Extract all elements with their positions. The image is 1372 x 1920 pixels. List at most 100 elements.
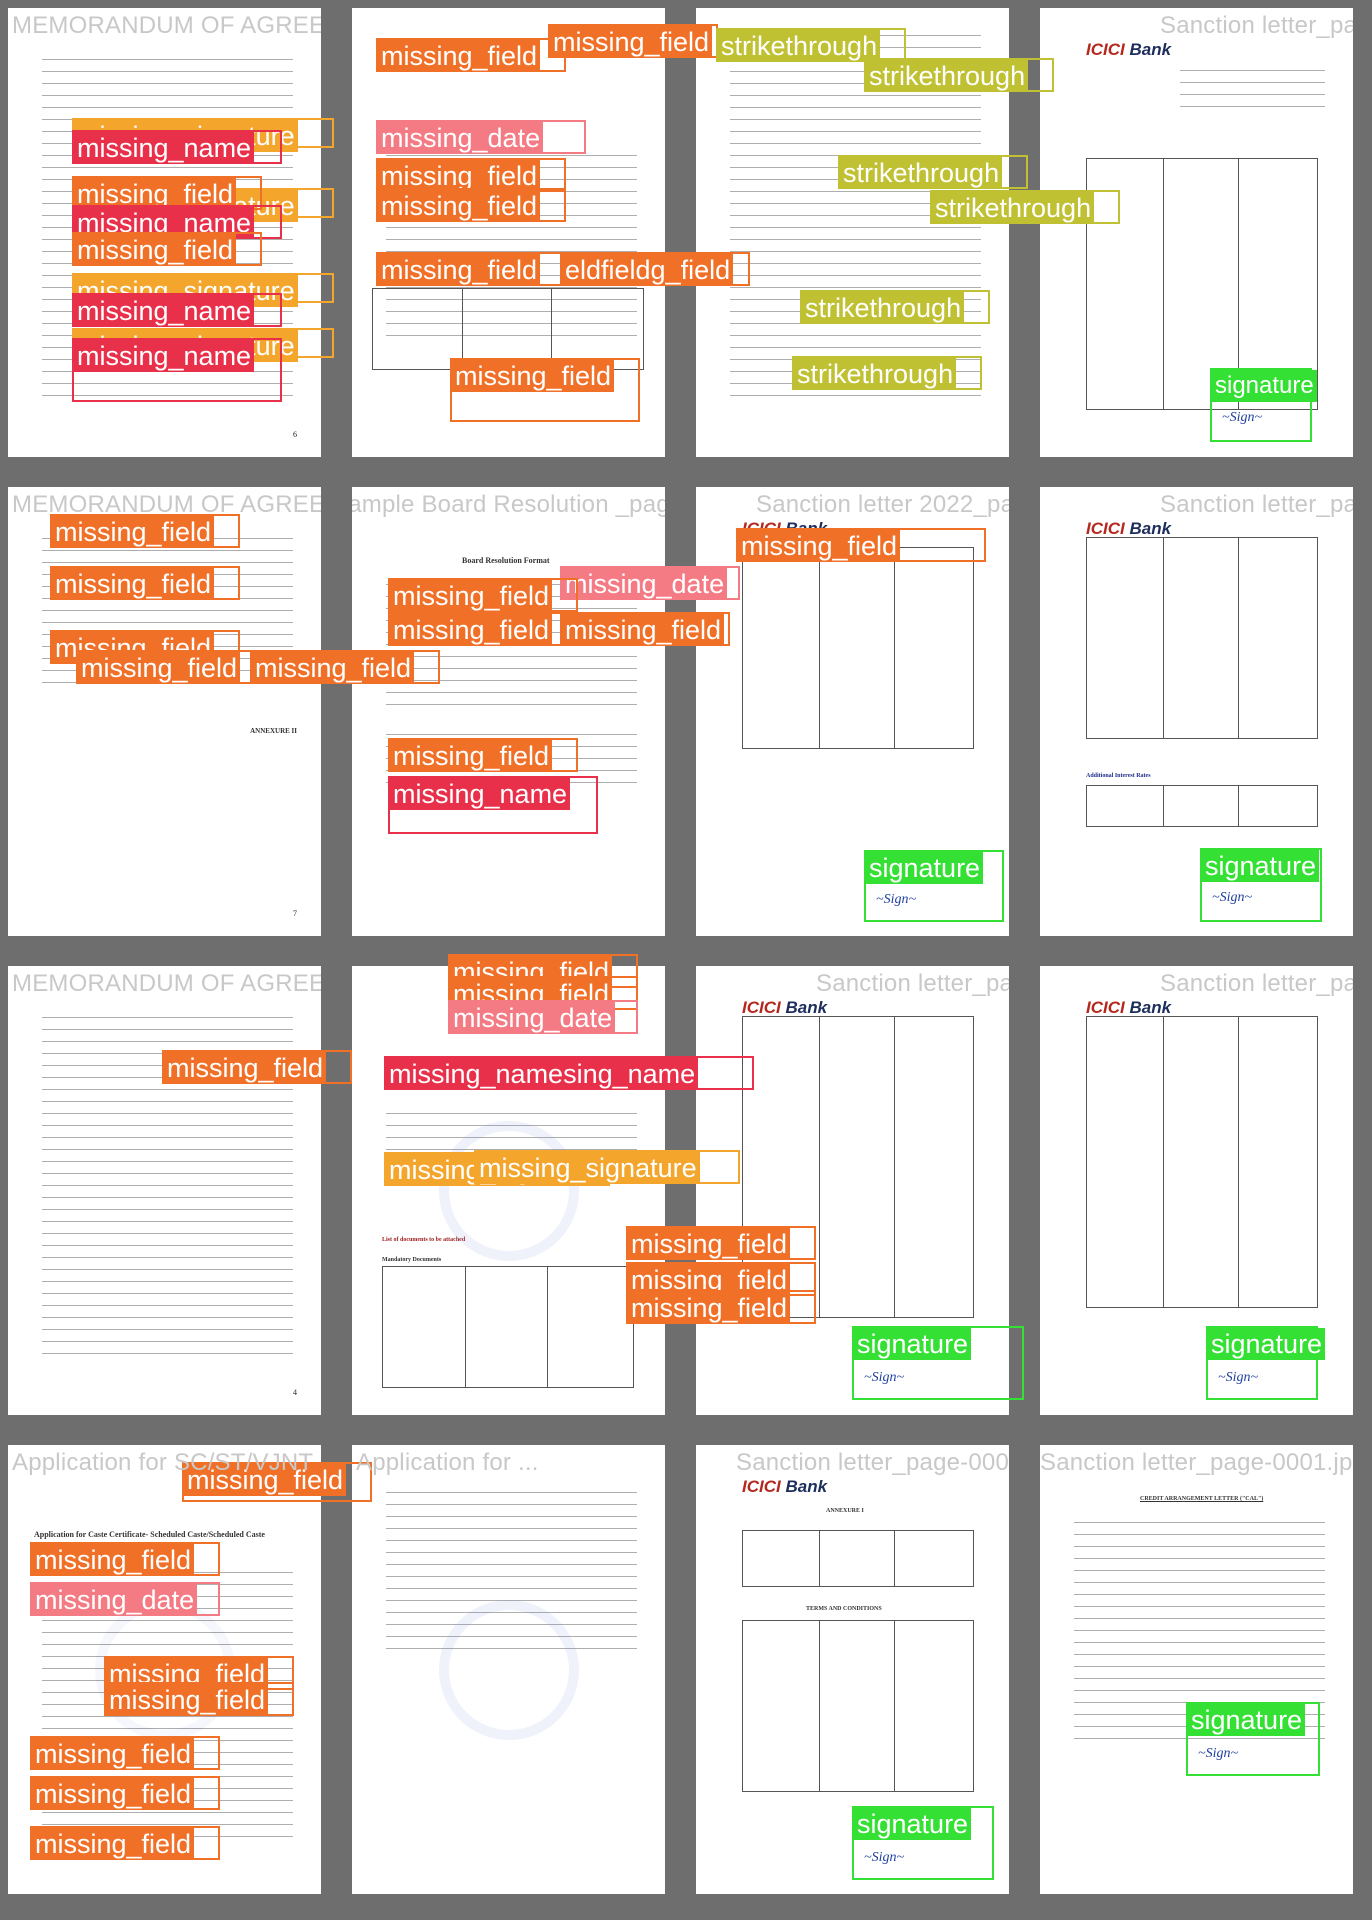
bank-logo: ICICI Bank (742, 1477, 828, 1496)
annotation-missing-date: missing_date (560, 566, 740, 600)
additional-rates-heading: Additional Interest Rates (1086, 773, 1151, 779)
page-number: 6 (293, 430, 297, 439)
annotation-signature: signature~Sign~ (852, 1806, 994, 1880)
annotation-missing-field: eldfieldg_field (560, 252, 750, 286)
document-page-16: Sanction letter_page-0001.jpg CREDIT ARR… (1040, 1445, 1353, 1894)
page-title: Sanction letter_page-0007.jpg (816, 970, 1009, 997)
annotation-missing-name: missing_namesing_name (384, 1056, 754, 1090)
annotation-missing-field: missing_field (388, 578, 578, 612)
terms-table (1086, 1016, 1318, 1308)
page-title: Sanction letter_page-0008.jpg (1160, 491, 1353, 518)
terms-table (742, 1620, 974, 1792)
annotation-missing-date: missing_date (376, 120, 586, 154)
annotation-missing-field: missing_field (626, 1290, 816, 1324)
document-page-6: Sample Board Resolution _page-0001.jpg B… (352, 487, 665, 936)
annotation-missing-field: missing_field (376, 252, 566, 286)
rates-table (1086, 785, 1318, 827)
bank-logo: ICICI Bank (1086, 519, 1172, 538)
annotation-missing-field: missing_field (388, 612, 578, 646)
annexure-heading: ANNEXURE II (250, 727, 297, 735)
annotation-missing-name: missing_name (72, 130, 282, 164)
terms-heading: TERMS AND CONDITIONS (806, 1606, 882, 1612)
page-number: 4 (293, 1388, 297, 1397)
signature-scribble-icon: ~Sign~ (876, 892, 917, 907)
signature-scribble-icon: ~Sign~ (864, 1370, 905, 1385)
page-title: MEMORANDUM OF AGREEMENT (12, 491, 321, 518)
form-table (372, 288, 644, 370)
page-number: 7 (293, 909, 297, 918)
annotation-missing-field: missing_field (30, 1776, 220, 1810)
annotation-missing-signature: missing_signature (474, 1150, 740, 1184)
annotation-missing-field: missing_field (376, 38, 566, 72)
page-title: MEMORANDUM OF AGREEMENT (12, 12, 321, 39)
documents-heading: List of documents to be attached (382, 1237, 466, 1243)
signature-scribble-icon: ~Sign~ (1198, 1746, 1239, 1761)
emblem-watermark (438, 1120, 579, 1261)
page-title: Sample Board Resolution _page-0001.jpg (352, 491, 665, 518)
annotation-missing-field: missing_field (376, 188, 566, 222)
annotation-strikethrough: strikethrough (864, 58, 1054, 92)
annotation-missing-field: missing_field (50, 514, 240, 548)
bank-logo: ICICI Bank (1086, 40, 1172, 59)
page-title: Sanction letter_page-0006.jpg (1160, 12, 1353, 39)
terms-table (1086, 158, 1318, 410)
signature-scribble-icon: ~Sign~ (864, 1850, 905, 1865)
documents-table (382, 1266, 634, 1388)
page-title: Sanction letter_page-0001.jpg (1040, 1449, 1353, 1476)
annotation-signature: signature~Sign~ (1186, 1702, 1320, 1776)
terms-table (1086, 537, 1318, 739)
annotation-missing-field: missing_field (388, 738, 578, 772)
annotation-missing-field: missing_field (736, 528, 986, 562)
annotation-signature: signature~Sign~ (1200, 848, 1322, 922)
annotation-missing-date: missing_date (448, 1000, 638, 1034)
document-page-9: MEMORANDUM OF AGREEMENT 4 (8, 966, 321, 1415)
annotation-missing-field: missing_field (72, 232, 262, 266)
document-page-8: Sanction letter_page-0008.jpg ICICI Bank… (1040, 487, 1353, 936)
annotation-missing-field: missing_field (104, 1682, 294, 1716)
page-title: Application for SC/ST/VJNT (12, 1449, 314, 1476)
body-text (1180, 63, 1325, 117)
signature-scribble-icon: ~Sign~ (1212, 890, 1253, 905)
annotation-missing-field: missing_field (560, 612, 730, 646)
annotation-signature: signature~Sign~ (1206, 1326, 1326, 1400)
page-title: Sanction letter_page-0007.jpg (1160, 970, 1353, 997)
annotation-missing-field: missing_field (76, 650, 266, 684)
page-title: MEMORANDUM OF AGREEMENT (12, 970, 321, 997)
page-title: Application for ... (356, 1449, 539, 1476)
board-resolution-heading: Board Resolution Format (462, 556, 550, 565)
annotation-strikethrough: strikethrough (792, 356, 982, 390)
annotation-missing-field: missing_field (162, 1050, 352, 1084)
annotation-strikethrough: strikethrough (930, 190, 1120, 224)
annotation-missing-field: missing_field (548, 24, 718, 58)
annotation-missing-field: missing_field (450, 358, 640, 422)
facility-table (742, 1530, 974, 1587)
page-title: Sanction letter_page-0002.jpg (736, 1449, 1009, 1476)
annotation-missing-name: missing_name (388, 776, 598, 834)
annotation-missing-field: missing_field (626, 1226, 816, 1260)
annotation-missing-field: missing_field (30, 1736, 220, 1770)
annotation-missing-field: missing_field (50, 566, 240, 600)
annotation-missing-date: missing_date (30, 1582, 220, 1616)
document-page-5: MEMORANDUM OF AGREEMENT ANNEXURE II 7 (8, 487, 321, 936)
annotation-missing-field: missing_field (376, 158, 566, 192)
annotation-strikethrough: strikethrough (716, 28, 906, 62)
annotation-signature: signature~Sign~ (864, 850, 1004, 922)
bank-logo: ICICI Bank (1086, 998, 1172, 1017)
document-page-14: Application for ... (352, 1445, 665, 1894)
annotation-signature: signature~Sign~ (1210, 368, 1317, 442)
annotation-missing-field: missing_field (250, 650, 440, 684)
page-title: Sanction letter 2022_page-0008.jpg (756, 491, 1009, 518)
annotation-missing-field: missing_field (30, 1826, 220, 1860)
annotation-missing-field: missing_field (182, 1462, 372, 1502)
signature-scribble-icon: ~Sign~ (1218, 1370, 1259, 1385)
mandatory-heading: Mandatory Documents (382, 1257, 442, 1263)
signature-scribble-icon: ~Sign~ (1222, 410, 1263, 425)
annotation-strikethrough: strikethrough (800, 290, 990, 324)
annotation-signature: signature~Sign~ (852, 1326, 1024, 1400)
annotation-missing-name: missing_name (72, 338, 282, 402)
annotation-strikethrough: strikethrough (838, 155, 1028, 189)
caste-heading: Application for Caste Certificate- Sched… (34, 1530, 265, 1539)
bank-logo: ICICI Bank (742, 998, 828, 1017)
credit-letter-heading: CREDIT ARRANGEMENT LETTER ("CAL") (1140, 1496, 1264, 1502)
document-page-10: List of documents to be attached Mandato… (352, 966, 665, 1415)
